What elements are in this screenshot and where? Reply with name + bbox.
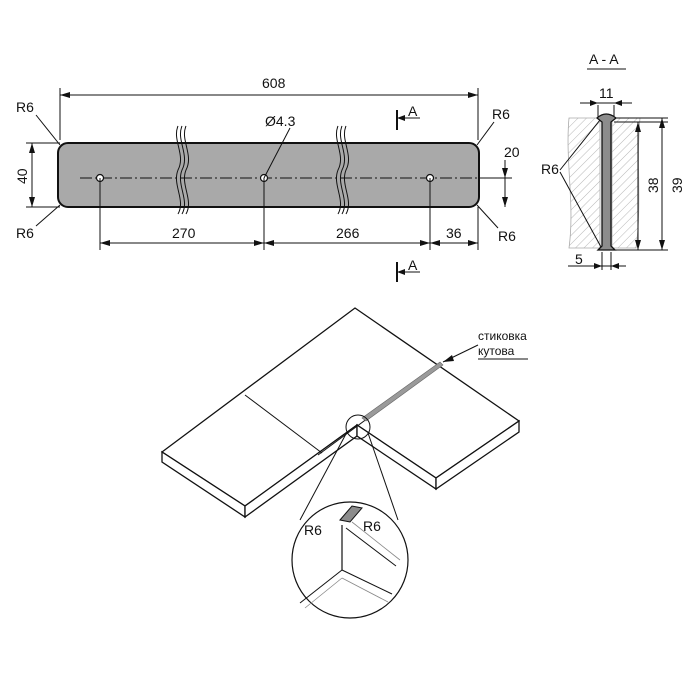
height-b-arrow-bottom	[659, 240, 665, 250]
end-offset-label: 36	[446, 225, 462, 241]
bottom-width-label: 5	[575, 251, 583, 267]
section-radius-leader-top	[559, 119, 601, 171]
adjacent-tile-left	[567, 117, 601, 249]
break-gap-2	[340, 125, 346, 215]
detail-content	[299, 505, 401, 609]
detail-edge-right-inner	[341, 577, 389, 603]
bottom-width-arrow-left	[594, 263, 602, 269]
height-a-label: 38	[645, 177, 661, 193]
t-profile	[595, 113, 618, 251]
iso-joint-left	[244, 394, 323, 454]
bottom-width-arrow-right	[611, 263, 619, 269]
break-gap-1	[180, 125, 186, 215]
height-label: 40	[14, 168, 30, 184]
section-arrow-bottom	[397, 269, 405, 275]
isometric-view: стиковка кутова R6 R6	[160, 307, 528, 619]
radius-label-top-left: R6	[16, 99, 34, 115]
radius-leader-top-right	[476, 121, 495, 146]
callout-text-line1: стиковка	[478, 329, 527, 343]
chain-arrow-6	[468, 240, 478, 246]
section-view: A - A 11 5 38 39 R6	[541, 51, 685, 270]
break-line-2b	[344, 125, 350, 215]
top-width-label: 11	[599, 85, 614, 101]
iso-front-edge-right	[435, 419, 520, 491]
height-arrow-bottom	[29, 197, 35, 207]
arrow-right	[468, 92, 478, 98]
detail-edge-right	[341, 569, 393, 595]
callout-text-line2: кутова	[478, 344, 515, 358]
detail-connector-right	[367, 432, 399, 521]
section-arrow-top	[397, 115, 405, 121]
detail-edge-left-inner	[304, 577, 343, 609]
chain-arrow-5	[430, 240, 440, 246]
height-arrow-top	[29, 143, 35, 153]
iso-top-surface	[160, 307, 521, 507]
chain-arrow-3	[264, 240, 274, 246]
height-a-arrow-top	[635, 122, 641, 132]
center-offset-label: 20	[504, 144, 520, 160]
detail-radius-left: R6	[304, 522, 322, 538]
chain-arrow-2	[254, 240, 264, 246]
plan-view: 608 Ø4.3 40 R6 R6 R6 R6	[14, 75, 520, 282]
detail-circle	[291, 501, 409, 619]
height-a-arrow-bottom	[635, 240, 641, 250]
detail-top-edge	[351, 521, 401, 561]
hole-leader	[263, 127, 291, 179]
section-radius-label: R6	[541, 161, 559, 177]
iso-corner-profile	[361, 361, 444, 422]
arrow-left	[60, 92, 70, 98]
detail-profile	[339, 505, 363, 523]
detail-radius-right: R6	[363, 518, 381, 534]
height-b-label: 39	[669, 177, 685, 193]
chain-arrow-1	[100, 240, 110, 246]
offset-arrow-top	[502, 168, 508, 178]
callout-arrow	[443, 355, 454, 362]
gap-b-label: 266	[336, 225, 360, 241]
radius-label-top-right: R6	[492, 106, 510, 122]
break-line-1b	[184, 125, 190, 215]
height-b-arrow-top	[659, 118, 665, 128]
top-width-arrow-left	[590, 100, 598, 106]
radius-label-bottom-left: R6	[16, 225, 34, 241]
radius-label-bottom-right: R6	[498, 228, 516, 244]
section-mark-label-bottom: A	[408, 257, 418, 273]
detail-connector-left	[299, 431, 348, 521]
detail-marker-circle	[345, 414, 371, 440]
top-width-arrow-right	[614, 100, 622, 106]
radius-leader-bottom-left	[35, 204, 61, 227]
section-title: A - A	[589, 51, 619, 67]
chain-arrow-4	[420, 240, 430, 246]
break-line-1a	[176, 125, 182, 215]
radius-leader-bottom-right	[476, 204, 499, 229]
plinth-bar	[57, 142, 480, 208]
detail-top-edge-2	[345, 527, 397, 567]
hole-diameter-label: Ø4.3	[265, 113, 296, 129]
detail-edge-left	[299, 569, 343, 604]
offset-arrow-bottom	[502, 197, 508, 207]
overall-length-label: 608	[262, 75, 286, 91]
gap-a-label: 270	[172, 225, 196, 241]
section-mark-label-top: A	[408, 103, 418, 119]
adjacent-tile-right	[611, 117, 641, 249]
break-line-2a	[336, 125, 342, 215]
radius-leader-top-left	[35, 114, 61, 146]
section-radius-leader-bottom	[559, 171, 602, 248]
